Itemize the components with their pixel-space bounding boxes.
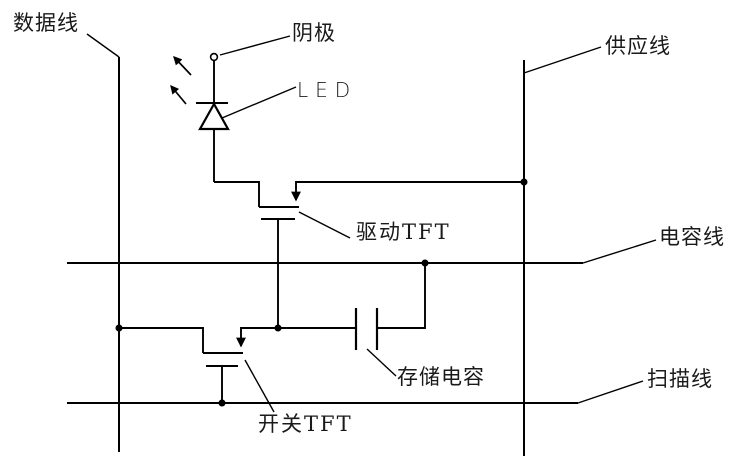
led-label: LED <box>297 78 358 102</box>
scan-line-wire <box>67 380 644 404</box>
switching-tft-label: 开关TFT <box>258 412 353 436</box>
scan-line-label: 扫描线 <box>647 367 713 391</box>
data-line-label: 数据线 <box>13 11 79 35</box>
supply-line-wire <box>523 46 602 456</box>
led-light-arrows <box>170 56 192 105</box>
driving-tft-label: 驱动TFT <box>356 220 451 244</box>
cathode-terminal <box>209 35 291 62</box>
storage-capacitor-label: 存储电容 <box>397 365 485 389</box>
storage-capacitor-symbol <box>354 263 426 377</box>
led-symbol <box>196 60 297 182</box>
capacitor-line-wire <box>67 239 657 264</box>
data-line-wire <box>86 33 120 452</box>
capacitor-line-label: 电容线 <box>659 225 725 249</box>
driving-tft-symbol <box>214 181 524 328</box>
switching-tft-symbol <box>119 327 356 413</box>
supply-line-label: 供应线 <box>605 34 671 58</box>
cathode-label: 阴极 <box>292 21 336 45</box>
junction-dots <box>115 178 528 407</box>
